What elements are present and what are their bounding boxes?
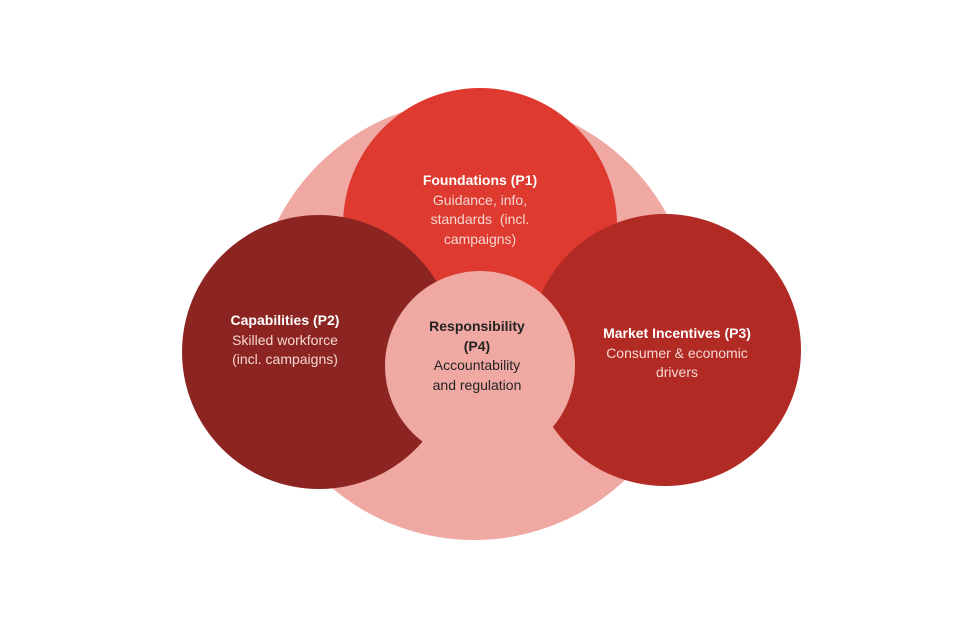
capabilities-subtitle-line: Skilled workforce xyxy=(232,331,338,348)
foundations-subtitle-line: standards (incl. xyxy=(430,211,530,227)
market-incentives-subtitle-line: drivers xyxy=(655,364,698,380)
foundations-subtitle-line: Guidance, info, xyxy=(432,191,528,208)
responsibility-title-line: Responsibility xyxy=(429,318,525,334)
responsibility-subtitle-line: Accountability xyxy=(433,357,521,373)
foundations-label: Foundations (P1) Guidance, info, standar… xyxy=(385,171,575,249)
market-incentives-title: Market Incentives (P3) xyxy=(603,325,751,341)
responsibility-title-line: (P4) xyxy=(463,337,491,354)
foundations-subtitle-line: campaigns) xyxy=(443,230,517,247)
foundations-title: Foundations (P1) xyxy=(422,172,538,188)
capabilities-subtitle-line: (incl. campaigns) xyxy=(232,351,338,367)
responsibility-label: Responsibility (P4) Accountability and r… xyxy=(387,317,567,395)
market-incentives-label: Market Incentives (P3) Consumer & econom… xyxy=(567,324,787,383)
market-incentives-circle xyxy=(529,214,801,486)
market-incentives-subtitle-line: Consumer & economic xyxy=(606,344,748,361)
capabilities-label: Capabilities (P2) Skilled workforce (inc… xyxy=(195,311,375,370)
capabilities-title: Capabilities (P2) xyxy=(230,312,340,328)
responsibility-circle xyxy=(385,271,575,461)
responsibility-subtitle-line: and regulation xyxy=(432,376,522,393)
